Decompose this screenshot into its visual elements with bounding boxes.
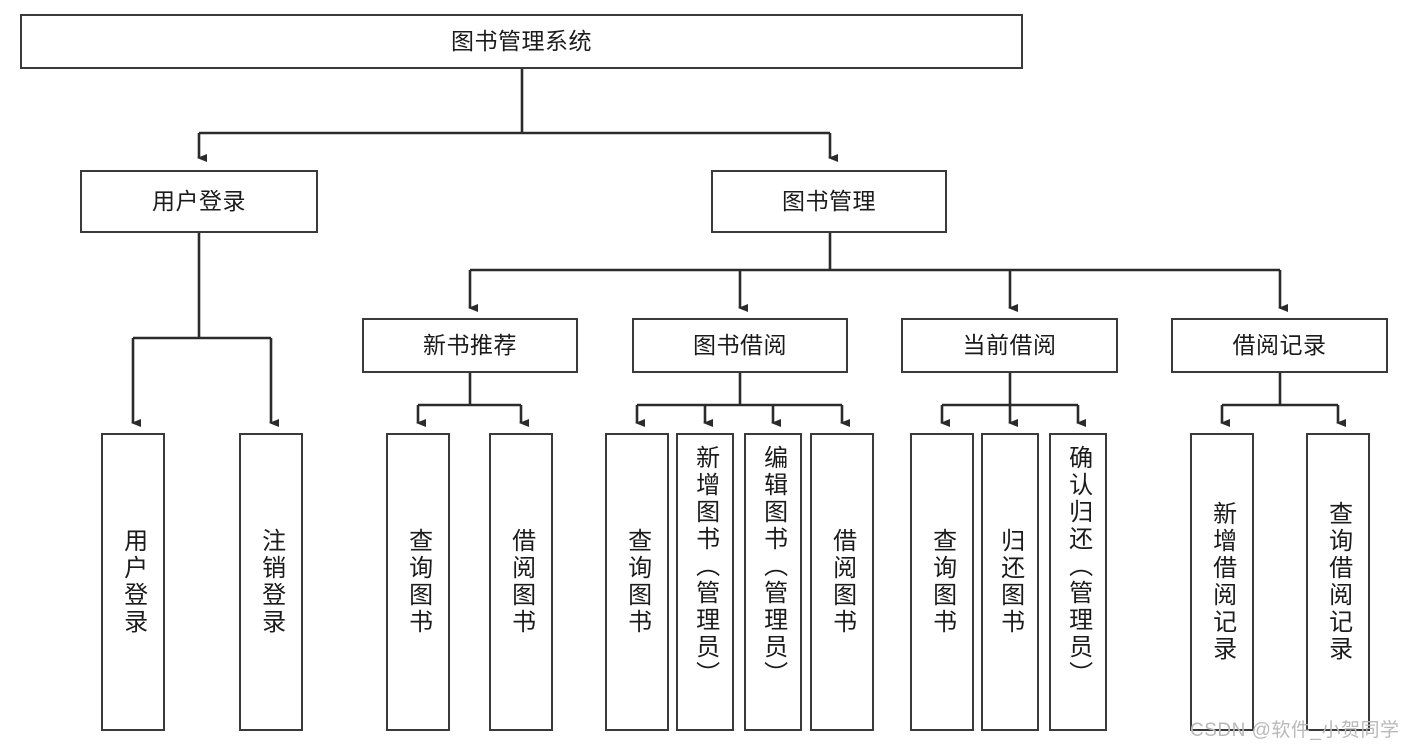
node-new-book-recommendation-label: 新书推荐 [423, 331, 517, 358]
leaf-confirm-return-admin-label: 确认归还（管理员） [1064, 445, 1092, 688]
node-book-management[interactable]: 图书管理 [711, 170, 947, 233]
leaf-borrow-book-label: 借阅图书 [828, 528, 856, 636]
node-borrowing-record-label: 借阅记录 [1232, 331, 1327, 358]
leaf-add-borrow-record-label: 新增借阅记录 [1208, 501, 1236, 663]
leaf-edit-book-admin[interactable]: 编辑图书（管理员） [744, 433, 802, 731]
node-current-borrowing-label: 当前借阅 [962, 331, 1057, 358]
leaf-query-book-recommend[interactable]: 查询图书 [386, 433, 450, 731]
leaf-user-login[interactable]: 用户登录 [101, 433, 165, 731]
node-current-borrowing[interactable]: 当前借阅 [901, 318, 1118, 373]
leaf-add-book-admin-label: 新增图书（管理员） [691, 445, 719, 688]
leaf-return-book-label: 归还图书 [996, 528, 1024, 636]
leaf-query-book-borrow-label: 查询图书 [623, 528, 651, 636]
leaf-return-book[interactable]: 归还图书 [981, 433, 1039, 731]
leaf-query-book-current-label: 查询图书 [928, 528, 956, 636]
node-new-book-recommendation[interactable]: 新书推荐 [362, 318, 578, 373]
leaf-query-borrow-record[interactable]: 查询借阅记录 [1306, 433, 1370, 731]
node-root[interactable]: 图书管理系统 [20, 14, 1023, 69]
node-borrowing-record[interactable]: 借阅记录 [1171, 318, 1388, 373]
node-book-borrowing[interactable]: 图书借阅 [632, 318, 848, 373]
leaf-edit-book-admin-label: 编辑图书（管理员） [759, 445, 787, 688]
leaf-logout-label: 注销登录 [257, 528, 285, 636]
node-book-borrowing-label: 图书借阅 [693, 331, 787, 358]
leaf-add-book-admin[interactable]: 新增图书（管理员） [676, 433, 734, 731]
leaf-borrow-book-recommend[interactable]: 借阅图书 [489, 433, 553, 731]
leaf-borrow-book-recommend-label: 借阅图书 [507, 528, 535, 636]
node-user-login[interactable]: 用户登录 [80, 170, 318, 233]
leaf-query-book-current[interactable]: 查询图书 [910, 433, 974, 731]
leaf-user-login-label: 用户登录 [119, 528, 147, 636]
leaf-query-book-recommend-label: 查询图书 [404, 528, 432, 636]
leaf-query-book-borrow[interactable]: 查询图书 [605, 433, 669, 731]
leaf-logout[interactable]: 注销登录 [239, 433, 303, 731]
watermark: CSDN @软件_小贺同学 [1190, 720, 1400, 741]
node-user-login-label: 用户登录 [152, 187, 246, 214]
node-book-management-label: 图书管理 [782, 187, 876, 214]
leaf-query-borrow-record-label: 查询借阅记录 [1324, 501, 1352, 663]
node-root-label: 图书管理系统 [451, 27, 592, 54]
leaf-confirm-return-admin[interactable]: 确认归还（管理员） [1049, 433, 1107, 731]
leaf-add-borrow-record[interactable]: 新增借阅记录 [1190, 433, 1254, 731]
leaf-borrow-book[interactable]: 借阅图书 [810, 433, 874, 731]
